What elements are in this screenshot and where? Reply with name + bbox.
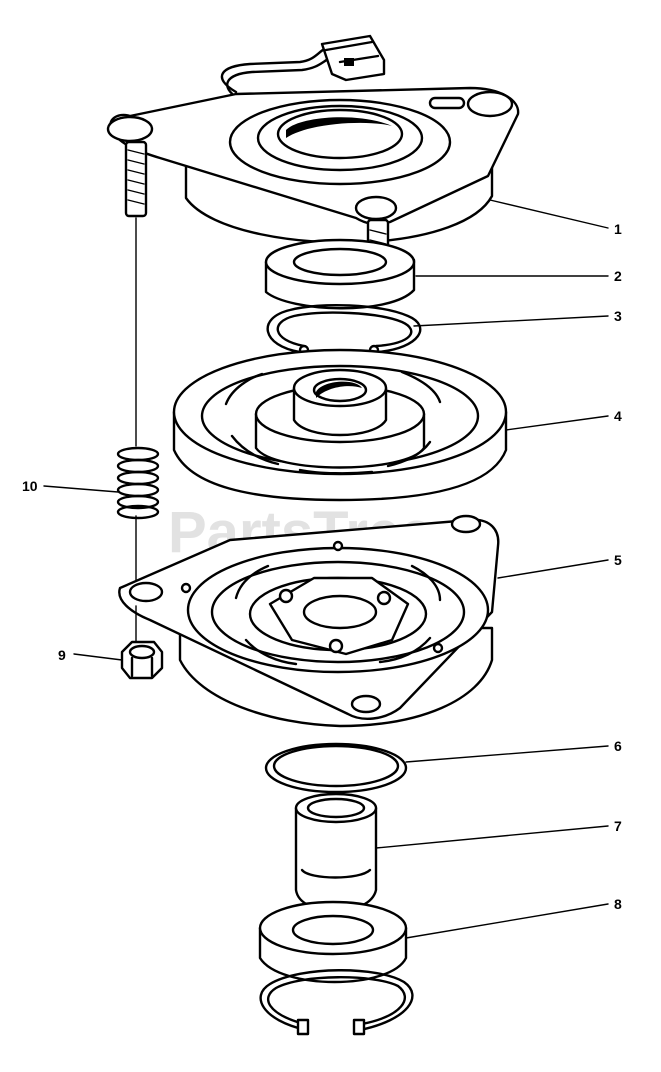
callout-9: 9 bbox=[58, 647, 66, 663]
callout-3: 3 bbox=[614, 308, 622, 324]
brake-plate-assembly bbox=[118, 514, 500, 728]
callout-8: 8 bbox=[614, 896, 622, 912]
callout-5: 5 bbox=[614, 552, 622, 568]
callout-2: 2 bbox=[614, 268, 622, 284]
lock-nut bbox=[120, 640, 164, 680]
callout-labels: 1 2 3 4 5 6 7 8 9 10 bbox=[22, 221, 622, 912]
field-coil-housing bbox=[106, 34, 520, 298]
snap-ring-lower bbox=[259, 969, 414, 1036]
compression-spring bbox=[116, 446, 160, 520]
callout-6: 6 bbox=[614, 738, 622, 754]
callout-4: 4 bbox=[614, 408, 622, 424]
spacer-sleeve bbox=[294, 792, 378, 913]
callout-7: 7 bbox=[614, 818, 622, 834]
callout-10: 10 bbox=[22, 478, 38, 494]
bearing-upper bbox=[264, 238, 416, 310]
rotor bbox=[172, 348, 508, 502]
bearing-lower bbox=[258, 900, 408, 984]
leader-lines bbox=[43, 199, 609, 939]
retaining-ring-middle bbox=[264, 742, 408, 794]
callout-1: 1 bbox=[614, 221, 622, 237]
retaining-ring-upper bbox=[266, 304, 422, 356]
